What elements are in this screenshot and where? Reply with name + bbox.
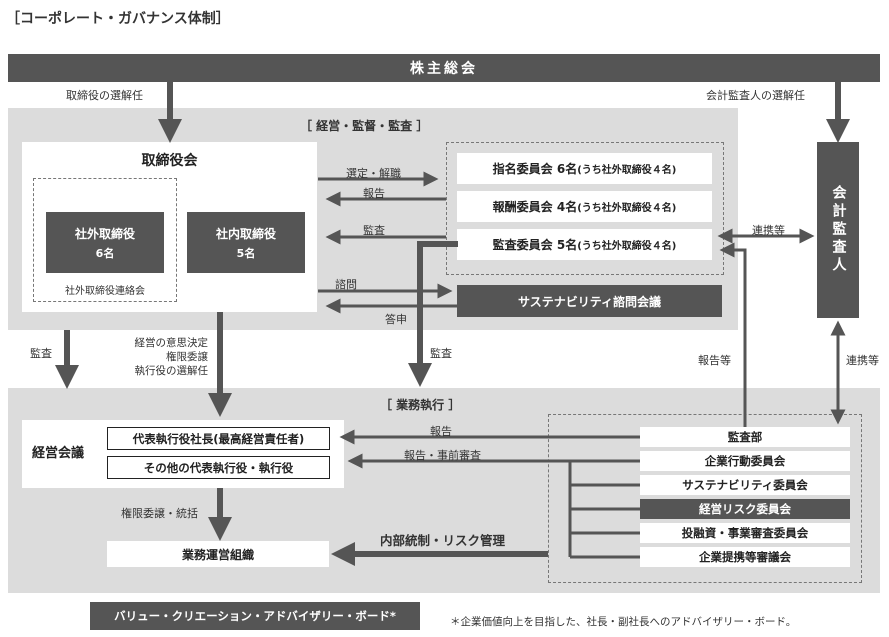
label-report-etc: 報告等 — [698, 354, 731, 367]
label-delegate: 権限委譲・統括 — [121, 507, 198, 520]
label-internal-control: 内部統制・リスク管理 — [380, 533, 506, 548]
label-report2: 報告 — [430, 425, 452, 438]
shareholders-meeting: 株主総会 — [8, 54, 880, 82]
compensation-committee: 報酬委員会 4名(うち社外取締役４名) — [457, 191, 712, 222]
investment-committee: 投融資・事業審査委員会 — [640, 523, 850, 543]
label-consult: 諮問 — [335, 278, 357, 291]
label-select-dismiss: 選定・解職 — [346, 167, 401, 180]
label-audit-left: 監査 — [30, 347, 52, 360]
audit-department: 監査部 — [640, 427, 850, 447]
outside-liaison-label: 社外取締役連絡会 — [65, 286, 145, 297]
outside-liaison-frame — [33, 178, 177, 302]
committees-frame — [446, 142, 724, 275]
execution-title: ［ 業務執行 ］ — [380, 398, 461, 412]
accounting-auditor-label: 会計監査人 — [830, 185, 847, 275]
label-prereview: 報告・事前審査 — [404, 449, 481, 462]
label-audit-mid: 監査 — [430, 347, 452, 360]
label-decision: 経営の意思決定 権限委譲 執行役の選解任 — [134, 337, 209, 377]
inside-directors-box: 社内取締役 5名 — [187, 212, 305, 273]
label-audit-arrow: 監査 — [363, 224, 385, 237]
arrow-report-audit-dept — [719, 242, 747, 427]
alliance-council: 企業提携等審議会 — [640, 547, 850, 567]
accounting-auditor: 会計監査人 — [817, 142, 859, 318]
execution-committees-frame — [548, 414, 862, 583]
label-elect-auditor: 会計監査人の選解任 — [706, 89, 805, 102]
ceo-box: 代表執行役社長(最高経営責任者) — [107, 427, 330, 450]
sustainability-committee: サステナビリティ委員会 — [640, 475, 850, 495]
operations-org: 業務運営組織 — [107, 541, 329, 567]
inside-directors-count: 5名 — [236, 246, 256, 260]
arrow-audit-execution — [408, 241, 458, 387]
advisory-board-note: ＊企業価値向上を目指した、社長・副社長へのアドバイザリー・ボード。 — [450, 616, 797, 628]
label-elect-directors: 取締役の選解任 — [66, 89, 143, 102]
management-meeting: 経営会議 — [32, 446, 85, 461]
inside-directors-label: 社内取締役 — [215, 226, 276, 241]
outside-directors-count: 6名 — [95, 246, 115, 260]
corporate-conduct-committee: 企業行動委員会 — [640, 451, 850, 471]
nomination-committee: 指名委員会 6名(うち社外取締役４名) — [457, 153, 712, 184]
label-collab2: 連携等 — [846, 354, 879, 367]
advisory-board: バリュー・クリエーション・アドバイザリー・ボード* — [90, 602, 420, 630]
oversight-title: ［ 経営・監督・監査 ］ — [300, 119, 429, 133]
label-report1: 報告 — [363, 187, 385, 200]
outside-directors-label: 社外取締役 — [74, 226, 135, 241]
page-title: ［コーポレート・ガバナンス体制］ — [6, 11, 230, 27]
sustainability-council: サステナビリティ諮問会議 — [457, 285, 722, 317]
audit-committee: 監査委員会 5名(うち社外取締役４名) — [457, 229, 712, 260]
other-officers-box: その他の代表執行役・執行役 — [107, 456, 330, 479]
risk-committee: 経営リスク委員会 — [640, 499, 850, 519]
label-collab1: 連携等 — [752, 224, 785, 237]
board-title: 取締役会 — [141, 153, 198, 169]
label-answer: 答申 — [385, 313, 407, 326]
outside-directors-box: 社外取締役 6名 — [46, 212, 164, 273]
